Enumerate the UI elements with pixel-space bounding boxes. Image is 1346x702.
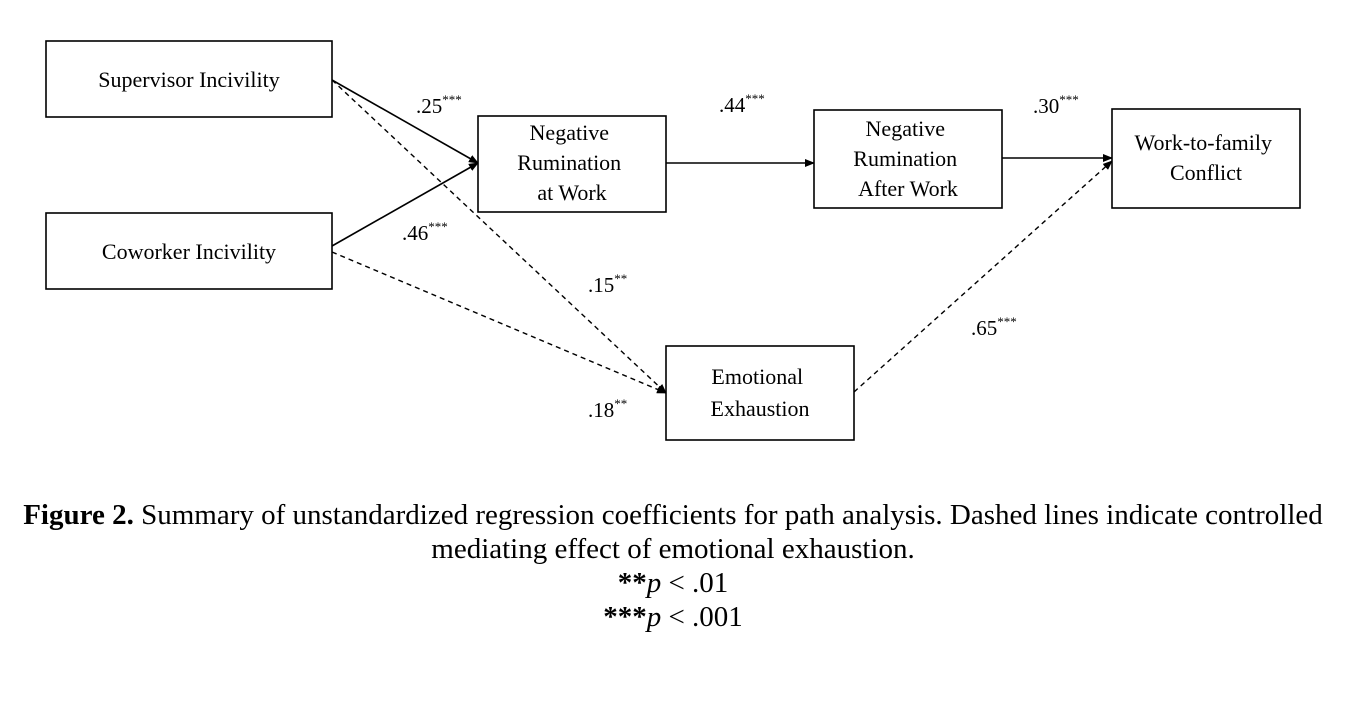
path-coworker-to-exhaustion [331,251,667,394]
node-rum-work-line-2: Rumination [517,150,621,175]
svg-text:Negative Rumination: Negative Rumination at Work [517,120,626,205]
node-emotional-exhaustion: Emotional Exhaustion [665,345,855,441]
coef-after-to-wfc: .30*** [1033,92,1079,118]
node-rum-work-line-3: at Work [537,180,606,205]
coef-rumination-to-after: .44*** [719,91,765,117]
coef-supervisor-to-rumination: .25*** [416,92,462,118]
significance-note-01: **p < .01 [617,567,729,599]
node-supervisor-incivility: Supervisor Incivility [45,40,333,118]
node-negative-rumination-after-work: Negative Rumination After Work [813,109,1003,209]
coef-exhaustion-to-wfc: .65*** [971,314,1017,340]
figure-caption: Figure 2. Summary of unstandardized regr… [0,498,1346,634]
path-coworker-to-rumination-work [331,162,479,247]
svg-text:Emotional Exhaustion: Emotional Exhaustion [711,364,810,421]
node-wfc-line-1: Work-to-family [1134,130,1272,155]
coef-coworker-to-exhaustion: .18** [588,396,627,422]
node-exhaustion-line-2: Exhaustion [711,396,810,421]
svg-text:Coworker Incivility: Coworker Incivility [102,239,276,264]
path-exhaustion-to-wfc [853,160,1113,393]
node-rum-after-line-2: Rumination [853,146,957,171]
node-exhaustion-line-1: Emotional [711,364,803,389]
significance-note-001: ***p < .001 [603,601,743,633]
node-negative-rumination-at-work: Negative Rumination at Work [477,115,667,213]
coef-supervisor-to-exhaustion: .15** [588,271,627,297]
node-coworker-incivility: Coworker Incivility [45,212,333,290]
node-rum-after-line-3: After Work [858,176,958,201]
node-coworker-line-1: Coworker Incivility [102,239,276,264]
figure-label: Figure 2. [23,499,134,531]
coef-coworker-to-rumination: .46*** [402,219,448,245]
path-supervisor-to-rumination-work [331,79,479,164]
node-supervisor-line-1: Supervisor Incivility [98,67,279,92]
svg-text:Work-to-family Conflict: Work-to-family Conflict [1134,130,1277,185]
node-wfc-line-2: Conflict [1170,160,1242,185]
path-supervisor-to-exhaustion [331,79,667,394]
svg-text:Negative Rumination: Negative Rumination After Work [853,116,962,201]
figure-caption-text: Summary of unstandardized regression coe… [133,499,1323,565]
node-rum-work-line-1: Negative [530,120,609,145]
svg-text:Supervisor Incivility: Supervisor Incivility [98,67,279,92]
path-diagram: Supervisor Incivility Coworker Incivilit… [45,40,1301,441]
node-rum-after-line-1: Negative [866,116,945,141]
node-work-to-family-conflict: Work-to-family Conflict [1111,108,1301,209]
